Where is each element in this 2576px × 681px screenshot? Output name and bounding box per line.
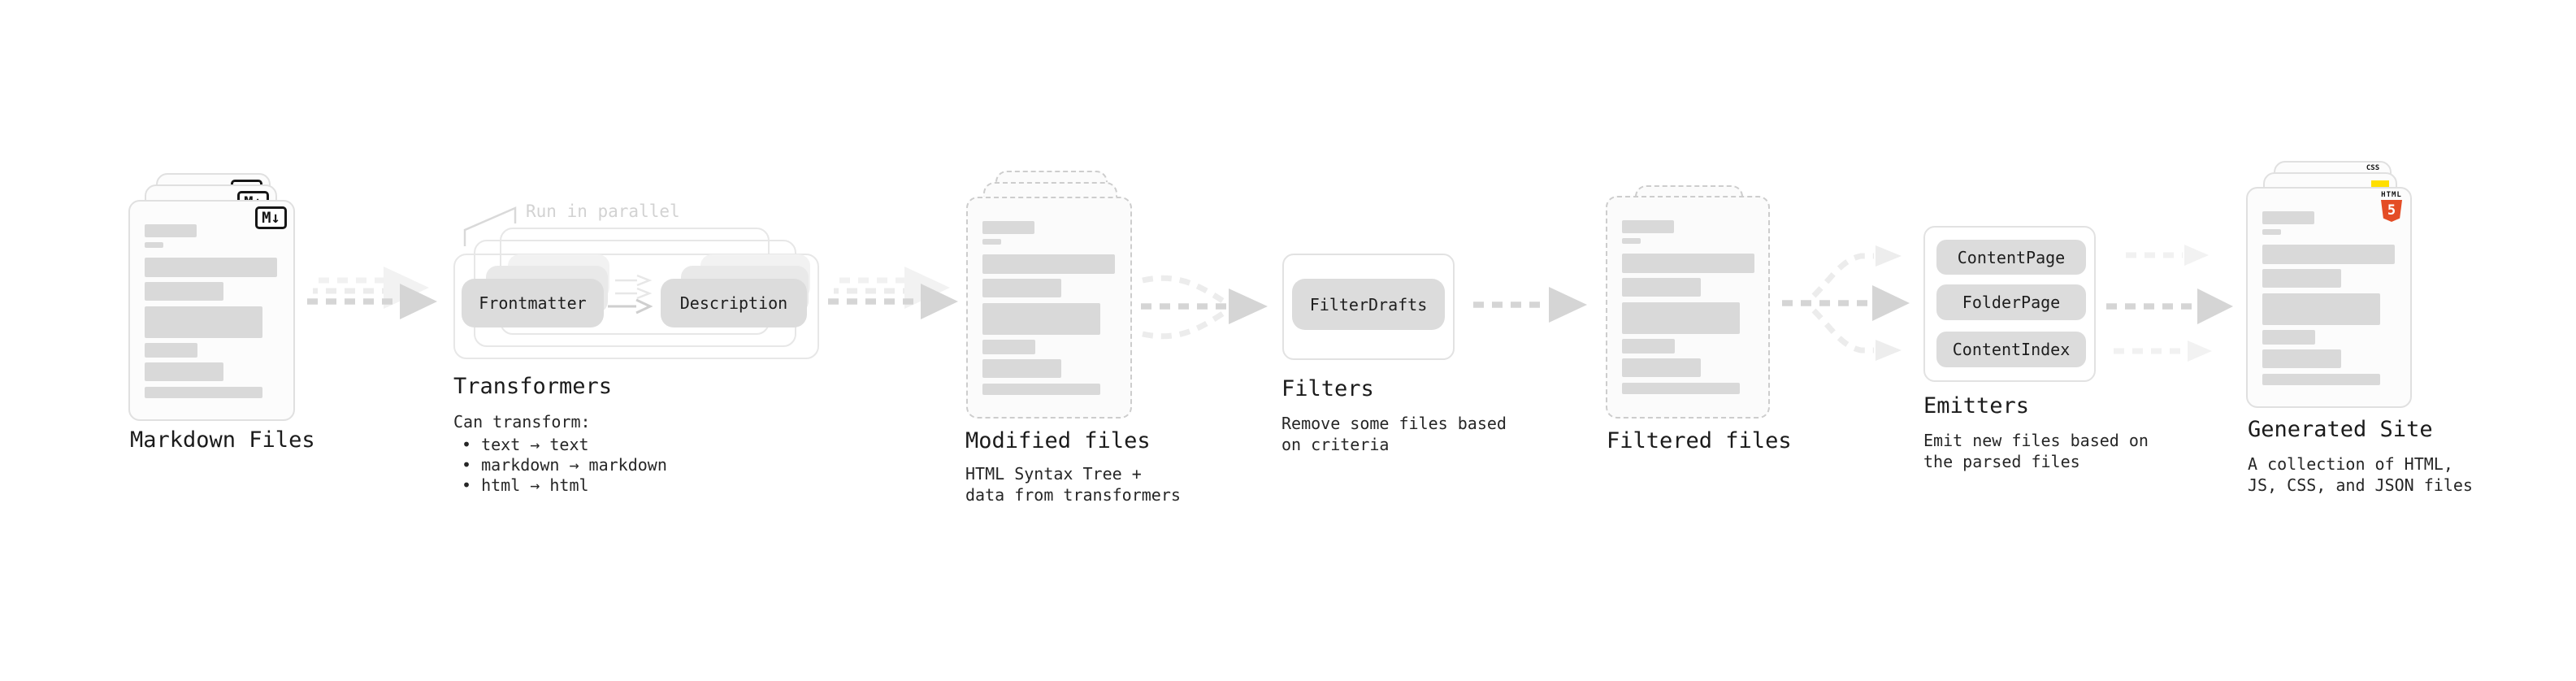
generated-site-desc: JS, CSS, and JSON files bbox=[2248, 475, 2473, 495]
generated-site-desc: A collection of HTML, bbox=[2248, 454, 2453, 474]
emitters-desc: the parsed files bbox=[1923, 452, 2080, 471]
emitters-box: ContentPage FolderPage ContentIndex bbox=[1923, 226, 2096, 382]
text-placeholder-bars bbox=[2262, 211, 2396, 385]
transformer-box-front bbox=[453, 254, 819, 359]
transformers-bullet: • text → text bbox=[462, 435, 589, 454]
markdown-files-stack: M↓ M↓ M↓ bbox=[128, 173, 295, 421]
generated-file-card-html: HTML 5 bbox=[2246, 187, 2412, 408]
transformers-bullet: • html → html bbox=[462, 475, 589, 495]
arrow-transformers-to-modified bbox=[828, 267, 958, 319]
modified-files-desc: HTML Syntax Tree + bbox=[965, 464, 1142, 484]
html5-icon: HTML 5 bbox=[2379, 192, 2404, 222]
transformers-title: Transformers bbox=[453, 374, 613, 399]
run-in-parallel-annotation: Run in parallel bbox=[526, 202, 680, 221]
modified-files-stack bbox=[966, 171, 1132, 419]
emitters-desc: Emit new files based on bbox=[1923, 431, 2149, 450]
markdown-icon: M↓ bbox=[255, 206, 287, 229]
filter-drafts-pill: FilterDrafts bbox=[1292, 279, 1445, 330]
frontmatter-pill: Frontmatter bbox=[462, 279, 604, 327]
filters-title: Filters bbox=[1281, 376, 1374, 401]
transformer-parallel-arrows bbox=[608, 274, 653, 314]
filters-desc: on criteria bbox=[1281, 435, 1390, 454]
run-in-parallel-callout-line bbox=[463, 206, 517, 246]
arrow-filters-to-filtered bbox=[1473, 287, 1587, 323]
arrow-emitters-to-generated bbox=[2106, 245, 2233, 362]
text-placeholder-bars bbox=[145, 224, 279, 398]
modified-files-title: Modified files bbox=[965, 428, 1151, 453]
description-pill: Description bbox=[661, 279, 807, 327]
markdown-files-title: Markdown Files bbox=[130, 427, 315, 453]
modified-file-card-front bbox=[966, 197, 1132, 419]
filtered-files-stack bbox=[1606, 185, 1770, 419]
generated-site-title: Generated Site bbox=[2248, 417, 2433, 442]
text-placeholder-bars bbox=[982, 221, 1116, 395]
emitter-pill-contentindex: ContentIndex bbox=[1936, 332, 2086, 367]
transformers-bullet: • markdown → markdown bbox=[462, 455, 667, 475]
transformers-desc-heading: Can transform: bbox=[453, 412, 591, 432]
arrow-markdown-to-transformers bbox=[307, 267, 437, 319]
emitter-pill-folderpage: FolderPage bbox=[1936, 284, 2086, 320]
modified-files-desc: data from transformers bbox=[965, 485, 1181, 505]
filtered-file-card-front bbox=[1606, 196, 1770, 419]
generated-site-stack: CSS HTML 5 bbox=[2246, 161, 2413, 409]
emitters-title: Emitters bbox=[1923, 393, 2030, 419]
filters-desc: Remove some files based bbox=[1281, 414, 1507, 433]
text-placeholder-bars bbox=[1622, 220, 1754, 394]
arrow-filtered-to-emitters-fanout bbox=[1782, 245, 1910, 361]
emitter-pill-contentpage: ContentPage bbox=[1936, 240, 2086, 275]
filtered-files-title: Filtered files bbox=[1607, 428, 1792, 453]
arrow-modified-to-filters-merge bbox=[1141, 275, 1268, 340]
markdown-file-card-front: M↓ bbox=[128, 200, 295, 421]
js-icon bbox=[2371, 180, 2389, 189]
